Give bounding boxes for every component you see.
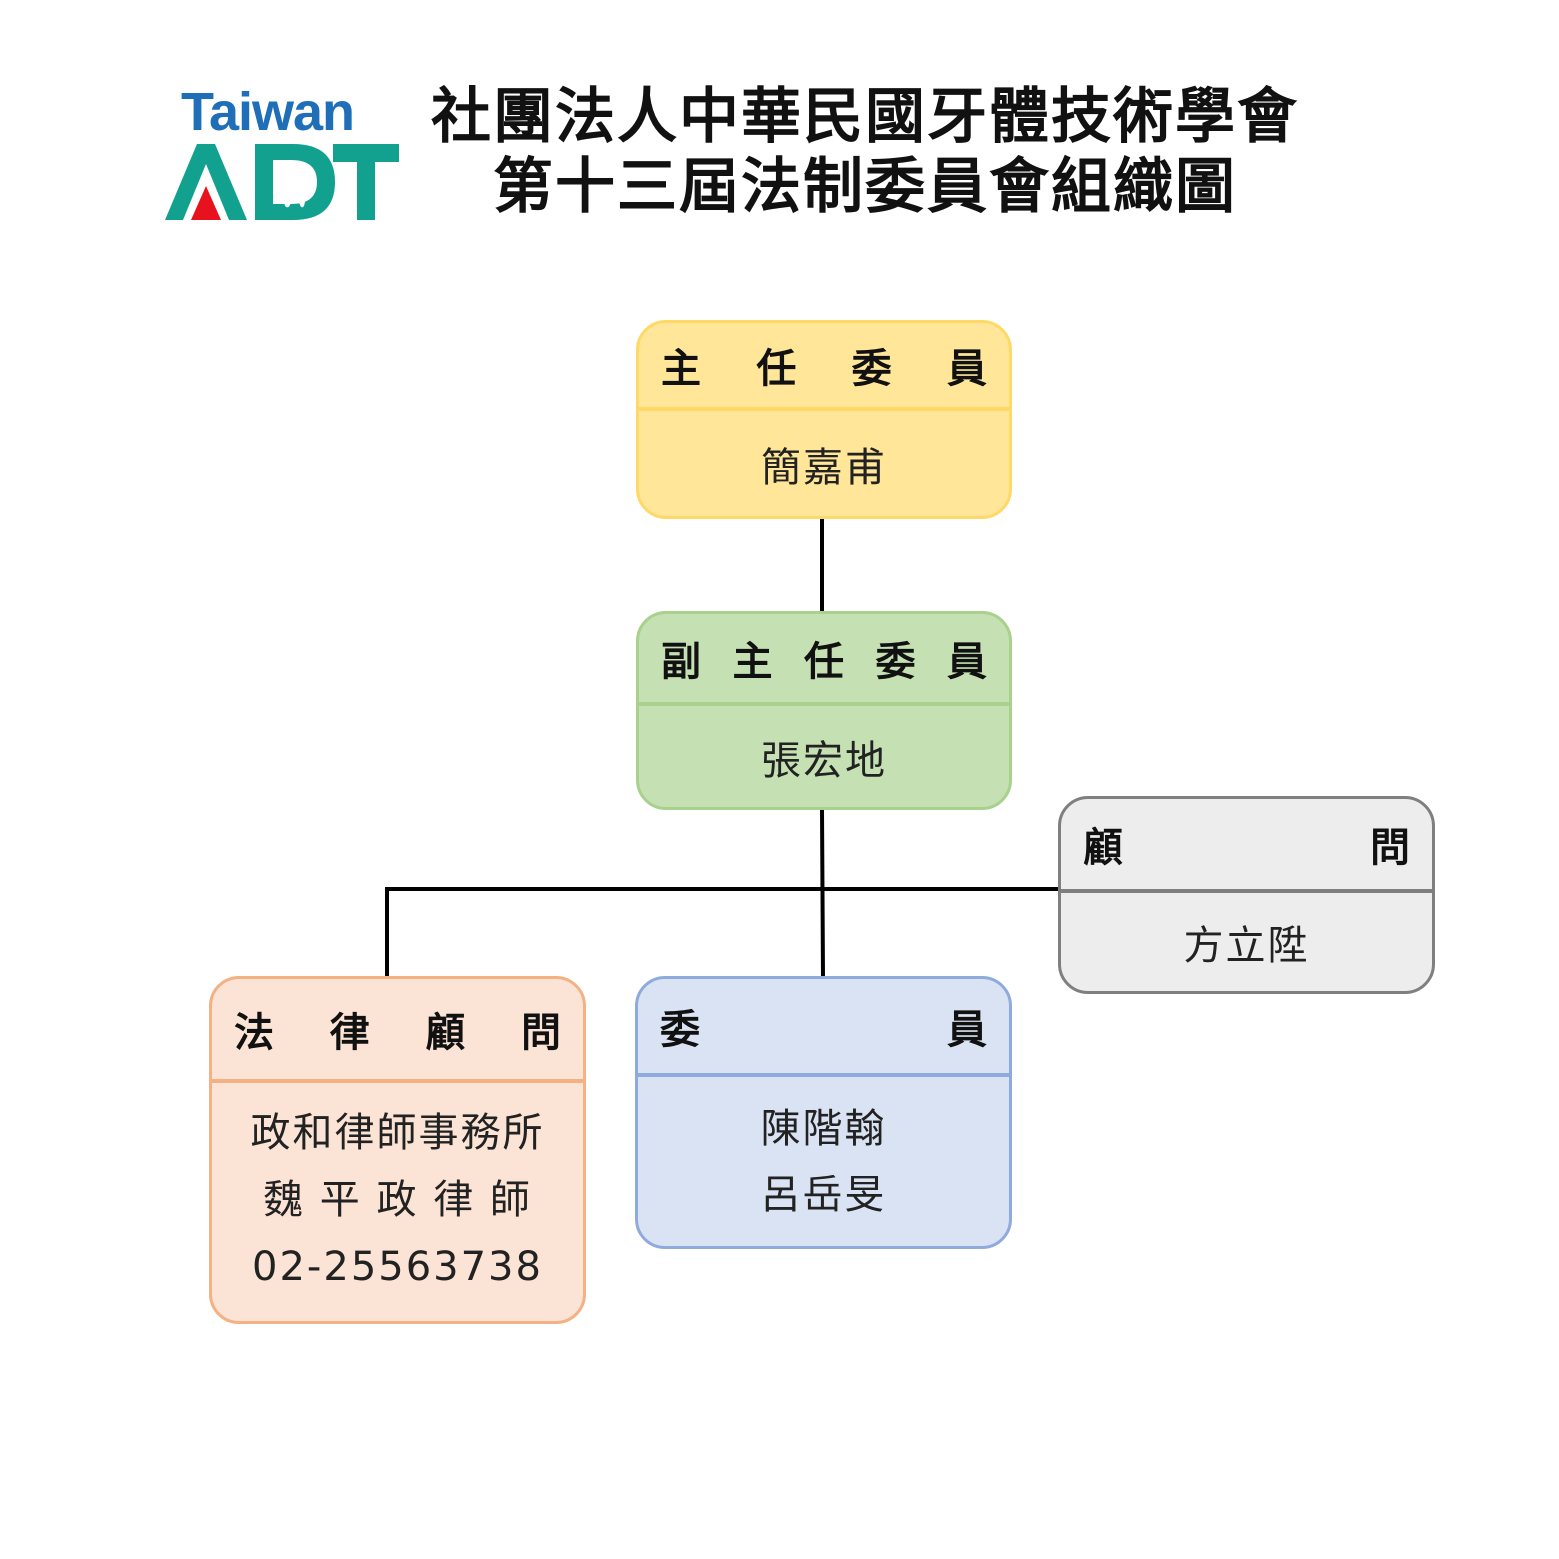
node-chair-title: 主任委員 bbox=[639, 323, 1009, 411]
node-legal-title: 法律顧問 bbox=[212, 979, 583, 1083]
node-vice-name: 張宏地 bbox=[761, 737, 887, 784]
node-vice-title-char: 員 bbox=[947, 639, 987, 685]
node-chair-title-char: 任 bbox=[756, 346, 797, 392]
node-advisor-title-char: 問 bbox=[1370, 825, 1410, 871]
page-title: 社團法人中華民國牙體技術學會 第十三屆法制委員會組織圖 bbox=[400, 82, 1330, 222]
node-vice-title-char: 委 bbox=[875, 639, 916, 685]
node-legal-title-char: 律 bbox=[329, 1010, 370, 1056]
node-legal-name: 魏 平 政 律 師 bbox=[263, 1176, 532, 1223]
node-members-title-char: 員 bbox=[947, 1007, 987, 1053]
node-legal-title-char: 顧 bbox=[425, 1010, 466, 1056]
node-advisor: 顧問 方立陞 bbox=[1058, 796, 1435, 994]
node-members-title: 委員 bbox=[638, 979, 1009, 1077]
node-vice: 副主任委員 張宏地 bbox=[636, 611, 1012, 810]
logo-taiwan-text: Taiwan bbox=[181, 82, 355, 142]
node-vice-title: 副主任委員 bbox=[639, 614, 1009, 706]
node-advisor-name: 方立陞 bbox=[1183, 923, 1310, 969]
node-chair-title-char: 委 bbox=[851, 346, 892, 392]
title-line-1: 社團法人中華民國牙體技術學會 bbox=[431, 82, 1299, 152]
node-advisor-title: 顧問 bbox=[1061, 799, 1432, 893]
title-line-2: 第十三屆法制委員會組織圖 bbox=[493, 152, 1237, 222]
node-vice-names: 張宏地 bbox=[639, 706, 1009, 807]
node-members-name: 陳階翰 bbox=[760, 1105, 887, 1152]
node-legal-name: 政和律師事務所 bbox=[250, 1109, 545, 1156]
node-chair-name: 簡嘉甫 bbox=[761, 444, 887, 491]
node-members-title-char: 委 bbox=[660, 1007, 700, 1053]
node-legal-name: 02-25563738 bbox=[252, 1243, 543, 1290]
node-legal-title-char: 法 bbox=[234, 1010, 274, 1056]
connector-vice-members bbox=[820, 809, 825, 978]
node-members-name: 呂岳旻 bbox=[760, 1171, 887, 1218]
node-chair-title-char: 主 bbox=[661, 346, 701, 392]
node-advisor-names: 方立陞 bbox=[1061, 893, 1432, 991]
node-members: 委員 陳階翰呂岳旻 bbox=[635, 976, 1012, 1249]
node-vice-title-char: 主 bbox=[732, 639, 773, 685]
node-advisor-title-char: 顧 bbox=[1083, 825, 1123, 871]
node-chair-names: 簡嘉甫 bbox=[639, 411, 1009, 516]
logo-adt-mark bbox=[165, 144, 399, 220]
node-legal-title-char: 問 bbox=[520, 1010, 561, 1056]
node-legal-names: 政和律師事務所魏 平 政 律 師 02-25563738 bbox=[212, 1083, 583, 1317]
taiwan-adt-logo: Taiwan bbox=[163, 84, 399, 224]
node-vice-title-char: 副 bbox=[661, 639, 701, 685]
node-vice-title-char: 任 bbox=[804, 639, 844, 685]
node-legal: 法 律 顧 問 政和律師事務所魏 平 政 律 師 02-25563738 bbox=[209, 976, 586, 1324]
node-chair: 主 任 委 員 簡嘉甫 bbox=[636, 320, 1012, 519]
node-chair-title-char: 員 bbox=[946, 346, 987, 392]
node-members-names: 陳階翰呂岳旻 bbox=[638, 1077, 1009, 1246]
